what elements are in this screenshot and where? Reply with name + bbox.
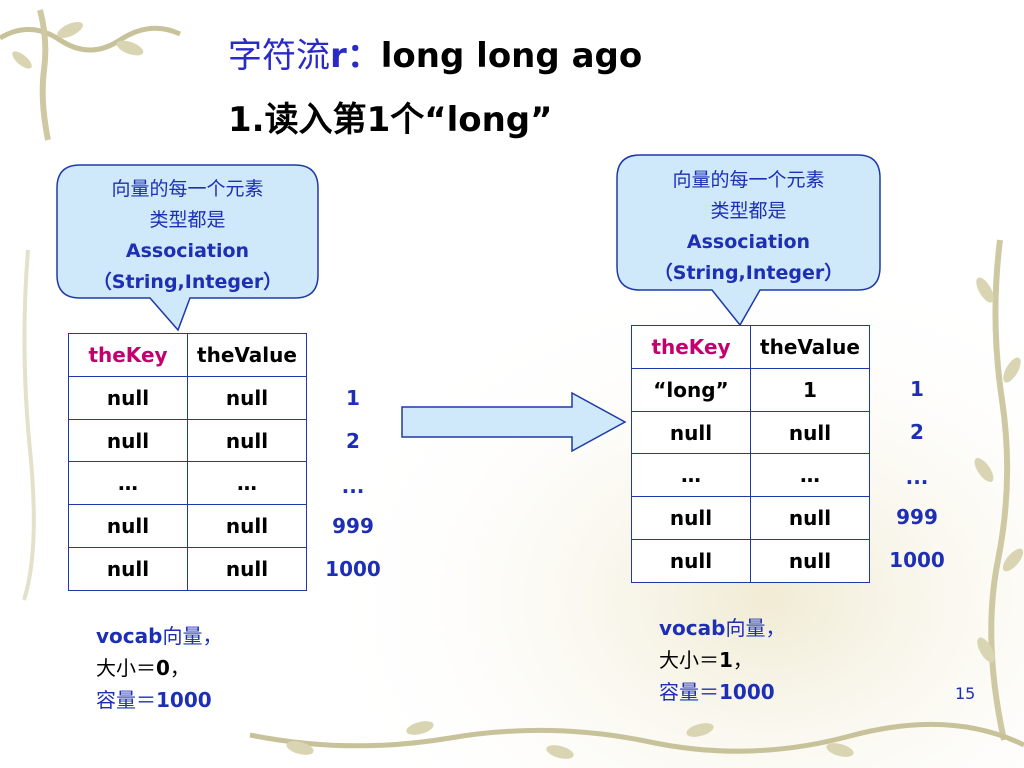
cell-key: null	[631, 411, 751, 454]
table-row: null null	[68, 419, 307, 462]
cell-key: “long”	[631, 368, 751, 412]
table-row: … …	[631, 453, 870, 497]
callout-right-line3: Association	[686, 231, 811, 253]
cell-key: …	[631, 453, 751, 497]
vector-table-right: theKey theValue “long” 1 null null … … n…	[631, 325, 870, 583]
title-prefix-r: r：	[330, 36, 381, 76]
callout-left-line2: 类型都是	[149, 209, 226, 231]
cap-value: 1000	[719, 680, 775, 704]
vocab-name: vocab	[659, 616, 726, 640]
slide-subtitle: 1.读入第1个“long”	[228, 100, 553, 140]
header-thekey: theKey	[631, 325, 751, 369]
index-label: ...	[341, 474, 365, 498]
cell-value: …	[187, 461, 307, 505]
callout-left: 向量的每一个元素 类型都是 Association （String,Intege…	[57, 174, 318, 298]
cell-value: null	[750, 411, 870, 454]
cell-key: null	[68, 376, 188, 420]
table-row: null null	[631, 539, 870, 583]
index-label: ...	[905, 465, 929, 489]
table-row: “long” 1	[631, 368, 870, 412]
cell-key: null	[631, 539, 751, 583]
vocab-name: vocab	[96, 624, 163, 648]
callout-right: 向量的每一个元素 类型都是 Association （String,Intege…	[617, 165, 880, 289]
cap-label: 容量＝	[96, 688, 156, 712]
size-suffix: ，	[169, 656, 190, 680]
vocab-note-left: vocab向量， 大小＝0， 容量＝1000	[96, 620, 222, 716]
header-thevalue: theValue	[187, 333, 307, 377]
cap-value: 1000	[156, 688, 212, 712]
table-row: null null	[631, 496, 870, 540]
size-suffix: ，	[732, 648, 753, 672]
vocab-note-right: vocab向量， 大小＝1， 容量＝1000	[659, 612, 785, 708]
callout-right-line1: 向量的每一个元素	[672, 169, 825, 191]
vocab-name-suffix: 向量，	[725, 616, 786, 640]
cell-value: null	[750, 539, 870, 583]
slide-title: 字符流r：long long ago	[228, 28, 642, 77]
callout-right-line2: 类型都是	[710, 200, 787, 222]
vocab-size-line: 大小＝0，	[96, 652, 222, 684]
index-label: 999	[896, 505, 938, 529]
vector-table-left: theKey theValue null null null null … … …	[68, 333, 307, 591]
callout-right-line4: （String,Integer）	[653, 262, 844, 284]
transition-arrow	[401, 391, 627, 453]
table-row: null null	[68, 376, 307, 420]
index-label: 1	[346, 386, 360, 410]
index-label: 1	[910, 377, 924, 401]
size-value: 1	[719, 648, 733, 672]
cell-key: null	[68, 547, 188, 591]
cell-value: null	[187, 419, 307, 462]
table-row: null null	[68, 504, 307, 548]
index-label: 1000	[889, 548, 945, 572]
title-prefix-cn: 字符流	[228, 36, 330, 76]
callout-left-line4: （String,Integer）	[92, 271, 283, 293]
table-row: null null	[68, 547, 307, 591]
cell-value: null	[750, 496, 870, 540]
cell-value: …	[750, 453, 870, 497]
header-thevalue: theValue	[750, 325, 870, 369]
callout-left-line3: Association	[125, 240, 250, 262]
index-label: 999	[332, 514, 374, 538]
vocab-name-line: vocab向量，	[96, 620, 222, 652]
header-thekey: theKey	[68, 333, 188, 377]
cell-key: null	[68, 504, 188, 548]
index-label: 2	[346, 429, 360, 453]
vocab-cap-line: 容量＝1000	[96, 684, 222, 716]
vocab-cap-line: 容量＝1000	[659, 676, 785, 708]
callout-right-bubble	[616, 154, 881, 327]
table-header-row: theKey theValue	[631, 325, 870, 369]
vocab-name-line: vocab向量，	[659, 612, 785, 644]
cell-key: null	[631, 496, 751, 540]
size-label: 大小＝	[96, 656, 156, 680]
title-text: long long ago	[380, 36, 643, 76]
page-number: 15	[955, 684, 976, 703]
cell-key: …	[68, 461, 188, 505]
table-row: null null	[631, 411, 870, 454]
cell-value: null	[187, 504, 307, 548]
index-label: 1000	[325, 557, 381, 581]
cap-label: 容量＝	[659, 680, 719, 704]
cell-key: null	[68, 419, 188, 462]
vocab-name-suffix: 向量，	[162, 624, 223, 648]
vocab-size-line: 大小＝1，	[659, 644, 785, 676]
size-label: 大小＝	[659, 648, 719, 672]
table-row: … …	[68, 461, 307, 505]
cell-value: null	[187, 376, 307, 420]
cell-value: 1	[750, 368, 870, 412]
index-label: 2	[910, 420, 924, 444]
size-value: 0	[156, 656, 170, 680]
cell-value: null	[187, 547, 307, 591]
callout-left-bubble	[56, 164, 319, 332]
callout-left-line1: 向量的每一个元素	[111, 178, 264, 200]
table-header-row: theKey theValue	[68, 333, 307, 377]
